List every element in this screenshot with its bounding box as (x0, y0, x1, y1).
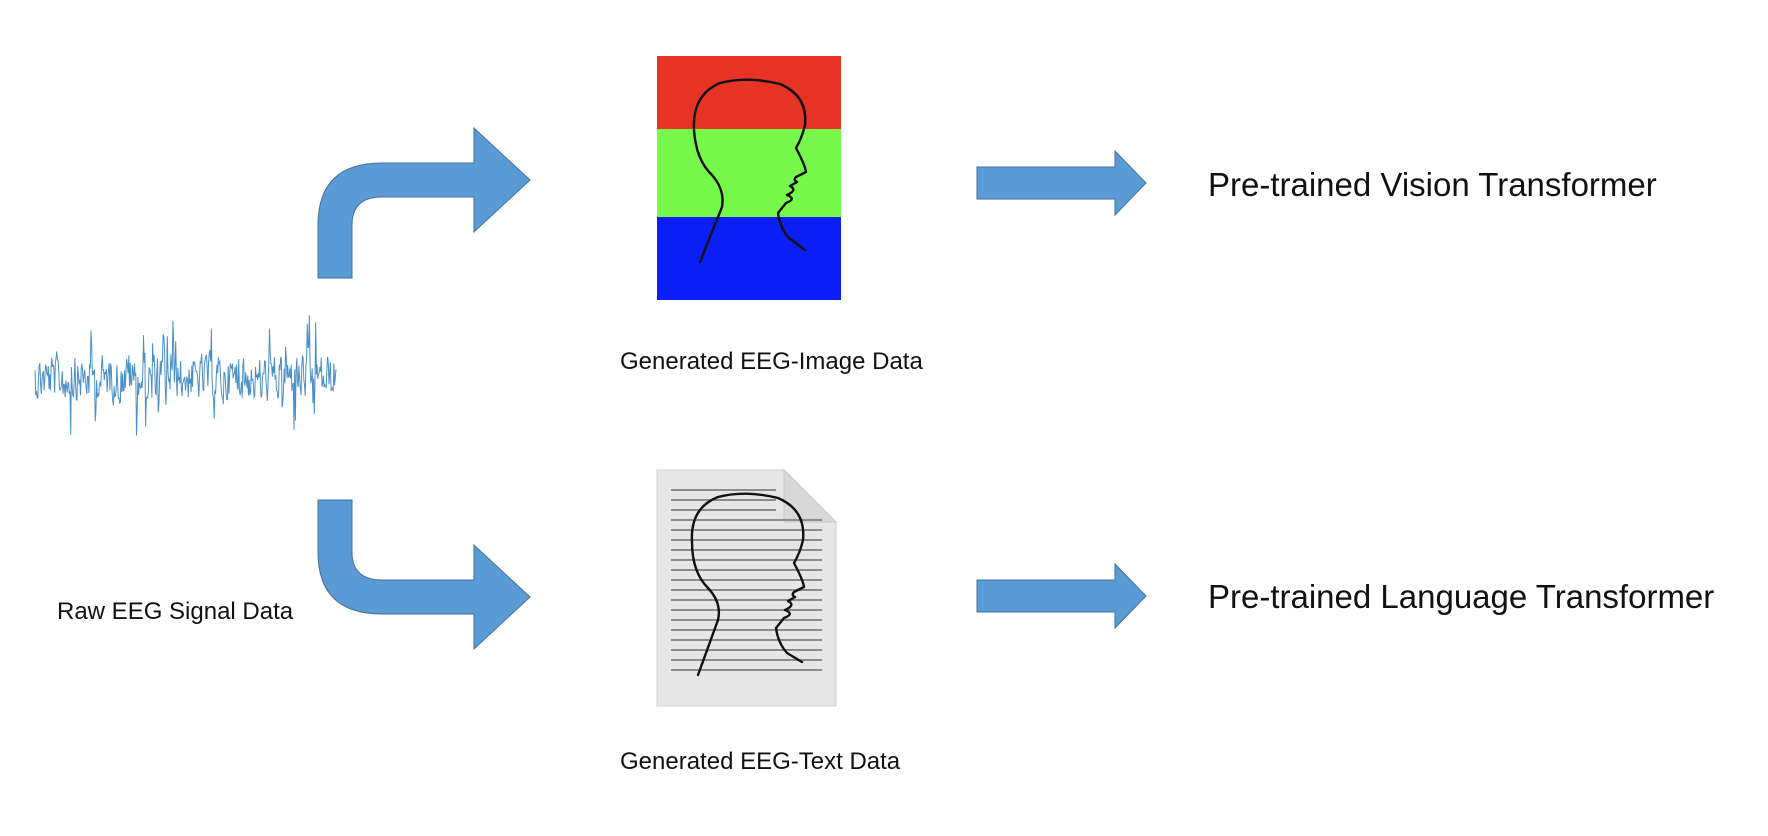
right-arrow-top (976, 149, 1147, 217)
rgb-head-image-icon (657, 56, 841, 300)
eeg-image-label: Generated EEG-Image Data (620, 348, 923, 375)
curved-arrow-up (317, 126, 531, 279)
head-silhouette-bottom (690, 492, 806, 677)
right-arrow-bottom (976, 562, 1147, 630)
curved-arrow-down (317, 499, 531, 651)
text-document-head-icon (656, 468, 838, 707)
raw-signal-label: Raw EEG Signal Data (57, 598, 294, 625)
head-silhouette-top (692, 78, 808, 264)
eeg-waveform-icon (34, 315, 337, 436)
vision-transformer-label: Pre-trained Vision Transformer (1208, 166, 1657, 203)
eeg-text-label: Generated EEG-Text Data (620, 748, 901, 775)
language-transformer-label: Pre-trained Language Transformer (1208, 578, 1715, 615)
